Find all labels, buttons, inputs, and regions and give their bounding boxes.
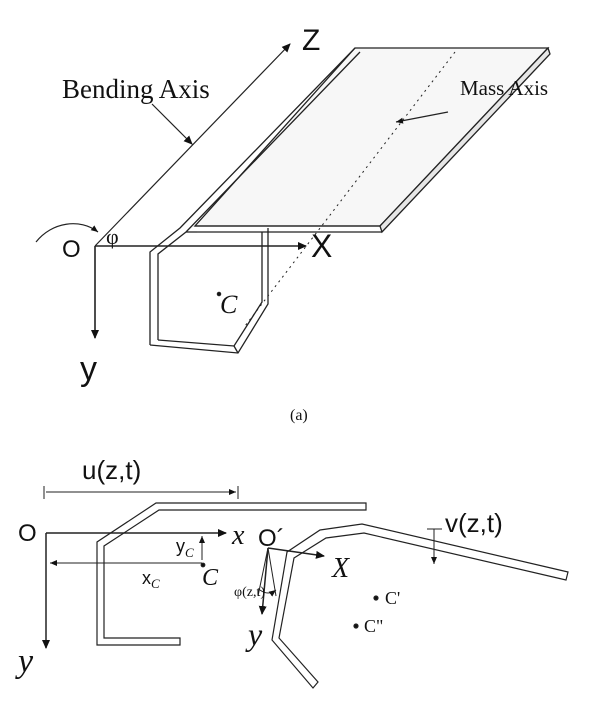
label-y-axis-a: y bbox=[80, 350, 97, 388]
bottom-flange bbox=[149, 228, 269, 354]
label-x-axis-b: x bbox=[231, 520, 245, 551]
label-x-axis-a: X bbox=[311, 228, 332, 264]
label-u: u(z,t) bbox=[82, 455, 141, 485]
label-centroid-a: C bbox=[220, 290, 238, 319]
mass-axis-leader bbox=[395, 111, 449, 124]
label-centroid-b: C bbox=[202, 565, 219, 591]
centroid-dot-c-double-prime bbox=[353, 623, 359, 629]
panel-b bbox=[42, 486, 569, 689]
centroid-dot-a bbox=[216, 291, 222, 297]
rotation-line-2 bbox=[257, 547, 269, 597]
label-z-axis: Z bbox=[302, 24, 320, 57]
centroid-dot-b bbox=[200, 562, 206, 568]
label-c-double-prime: C" bbox=[364, 616, 383, 636]
rotation-line-1 bbox=[267, 547, 277, 597]
label-origin-b: O bbox=[18, 520, 37, 547]
label-yc: yC bbox=[176, 536, 194, 560]
bending-axis-leader bbox=[151, 103, 193, 145]
panel-b-labels: u(z,t) O x y yC xC C O´ X y φ(z,t) v(z,t… bbox=[15, 455, 503, 680]
caption-a: (a) bbox=[290, 407, 308, 424]
label-y-axis-b: y bbox=[15, 643, 34, 680]
panel-a bbox=[35, 43, 551, 354]
rotation-arc-b bbox=[259, 589, 277, 597]
label-mass-axis: Mass Axis bbox=[460, 76, 548, 100]
label-v: v(z,t) bbox=[445, 508, 503, 538]
label-xc: xC bbox=[142, 568, 160, 591]
label-x-axis-prime: X bbox=[331, 553, 350, 584]
z-axis bbox=[94, 43, 291, 247]
top-flange bbox=[193, 47, 550, 227]
section-1 bbox=[96, 502, 367, 646]
label-phi: φ bbox=[106, 224, 119, 249]
centroid-dot-c-prime bbox=[373, 595, 379, 601]
y-axis-prime bbox=[258, 547, 269, 615]
web-inner bbox=[157, 51, 361, 340]
web-outer bbox=[149, 47, 356, 345]
section-2 bbox=[271, 523, 569, 689]
label-y-axis-prime: y bbox=[245, 616, 263, 652]
x-axis-prime bbox=[267, 547, 325, 559]
rotation-arc bbox=[35, 223, 99, 243]
label-phi-zt: φ(z,t) bbox=[234, 585, 265, 600]
label-bending-axis: Bending Axis bbox=[62, 74, 210, 104]
label-origin-prime: O´ bbox=[258, 525, 285, 552]
label-origin-a: O bbox=[62, 236, 81, 263]
panel-a-labels: Z Bending Axis Mass Axis O φ X y C bbox=[62, 24, 548, 388]
label-c-prime: C' bbox=[385, 588, 400, 608]
